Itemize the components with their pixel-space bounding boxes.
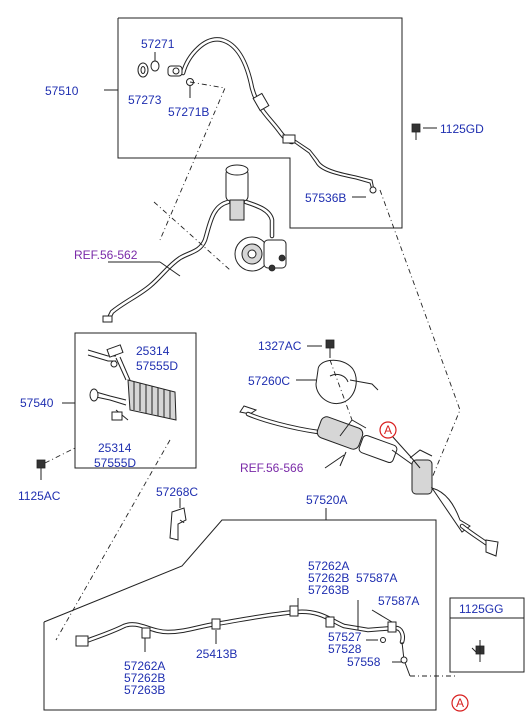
label-25314-lower: 25314	[98, 441, 132, 455]
label-57558: 57558	[347, 655, 381, 669]
label-57273: 57273	[128, 93, 162, 107]
label-57520A: 57520A	[306, 493, 347, 507]
label-57587A-lower: 57587A	[378, 594, 419, 608]
suction-hose	[102, 199, 275, 323]
label-1125GG: 1125GG	[459, 602, 503, 616]
label-57262B-right: 57262B	[308, 571, 349, 585]
marker-A-rack	[379, 421, 397, 439]
bolt-1125AC	[36, 459, 46, 480]
label-57268C: 57268C	[156, 485, 198, 499]
label-57262A-right: 57262A	[308, 559, 349, 573]
label-57536B: 57536B	[305, 191, 346, 205]
pressure-hose-57510	[167, 37, 377, 194]
upper-group-box	[117, 17, 403, 229]
bolt-1125GD	[411, 123, 437, 140]
label-25413B: 25413B	[196, 647, 237, 661]
marker-A-hose-text: A	[456, 696, 464, 710]
marker-A-hose	[451, 694, 469, 712]
label-25314-upper: 25314	[136, 344, 170, 358]
label-57263B-left: 57263B	[124, 683, 165, 697]
inset-1125GG	[449, 597, 525, 673]
dust-cover-57260C	[315, 359, 379, 404]
oil-cooler-57540	[87, 344, 177, 421]
label-1125AC: 1125AC	[18, 489, 61, 503]
pump-and-reservoir	[225, 164, 287, 272]
label-1327AC: 1327AC	[258, 339, 302, 353]
o-ring-57271B	[186, 78, 194, 98]
label-57510: 57510	[45, 84, 79, 98]
label-57271B: 57271B	[168, 105, 209, 119]
steering-gear-rack	[239, 405, 499, 557]
label-57528: 57528	[328, 642, 362, 656]
lower-group-box	[43, 519, 437, 711]
label-57555D-upper: 57555D	[136, 359, 178, 373]
label-57271: 57271	[141, 37, 175, 51]
marker-A-rack-text: A	[384, 423, 392, 437]
label-57587A-upper: 57587A	[356, 571, 397, 585]
label-57540: 57540	[20, 396, 54, 410]
cooler-group-box	[74, 332, 197, 469]
washer-57273	[137, 62, 149, 78]
washer-57271	[150, 52, 160, 72]
label-57260C: 57260C	[248, 374, 290, 388]
label-57263B-right: 57263B	[308, 583, 349, 597]
label-57262A-left: 57262A	[124, 659, 165, 673]
ref-56-566: REF.56-566	[240, 461, 304, 475]
label-57262B-left: 57262B	[124, 671, 165, 685]
label-57527: 57527	[328, 630, 362, 644]
clip-57268C	[169, 498, 187, 541]
label-57555D-lower: 57555D	[94, 456, 136, 470]
return-hose-57520A	[75, 605, 411, 677]
ref-56-562: REF.56-562	[74, 248, 138, 262]
bolt-1327AC	[325, 339, 335, 358]
label-1125GD: 1125GD	[440, 122, 484, 136]
